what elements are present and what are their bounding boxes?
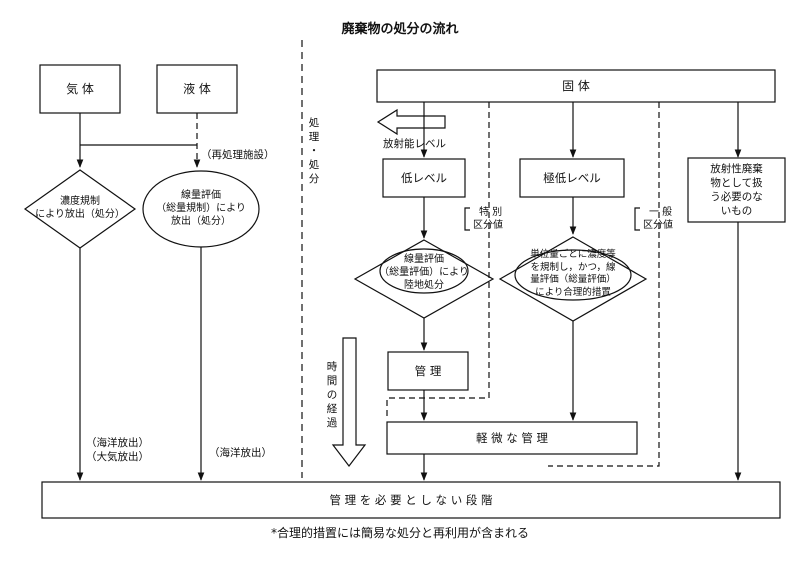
low-decision-text: 線量評価 （総量評価）により 陸地処分 xyxy=(379,254,469,291)
not-radioactive-label: 放射性廃棄 物として扱 う必要のな いもの xyxy=(710,163,763,217)
very-low-level-box-shape xyxy=(519,158,625,198)
gas-decision-text: 濃度規制 により放出（処分） xyxy=(35,196,125,220)
special-boundary-label: 特 別 区分値 xyxy=(473,207,503,231)
diagram-title: 廃棄物の処分の流れ xyxy=(341,22,459,37)
no-management-box-shape xyxy=(41,481,781,519)
not-radioactive-box-shape xyxy=(687,157,786,223)
minor-management-box-shape xyxy=(386,421,638,455)
radioactivity-arrow-shape xyxy=(376,108,446,136)
footnote: *合理的措置には簡易な処分と再利用が含まれる xyxy=(270,526,529,540)
solid-box-label: 固 体 xyxy=(562,79,590,93)
gas-box-label: 気 体 xyxy=(66,82,94,96)
management-box-shape xyxy=(387,351,469,391)
time-passage-label: 時 間 の 経 過 xyxy=(326,361,338,429)
general-boundary-label: 一 般 区分値 xyxy=(643,207,673,231)
liquid-box-label: 液 体 xyxy=(183,82,211,96)
very-low-decision-text: 単位量ごとに濃度等 を規制し，かつ，線 量評価（総量評価） により合理的措置 xyxy=(530,249,616,298)
radioactivity-level-label: 放射能レベル xyxy=(383,138,446,150)
management-label: 管 理 xyxy=(414,364,442,378)
solid-box-shape xyxy=(376,69,776,103)
reprocessing-label: （再処理施設） xyxy=(201,149,275,161)
liquid-decision-text: 線量評価 （総量規制）により 放出（処分） xyxy=(156,190,246,227)
time-arrow-shape xyxy=(331,337,367,467)
minor-management-label: 軽 微 な 管 理 xyxy=(475,431,549,445)
disposal-vertical-label: 処 理 ・ 処 分 xyxy=(308,117,320,185)
gas-release-label: （海洋放出） （大気放出） xyxy=(86,437,149,463)
liquid-release-label: （海洋放出） xyxy=(209,447,272,459)
no-management-label: 管 理 を 必 要 と し な い 段 階 xyxy=(329,493,493,507)
low-level-label: 低レベル xyxy=(401,171,447,185)
very-low-level-label: 極低レベル xyxy=(543,171,601,185)
